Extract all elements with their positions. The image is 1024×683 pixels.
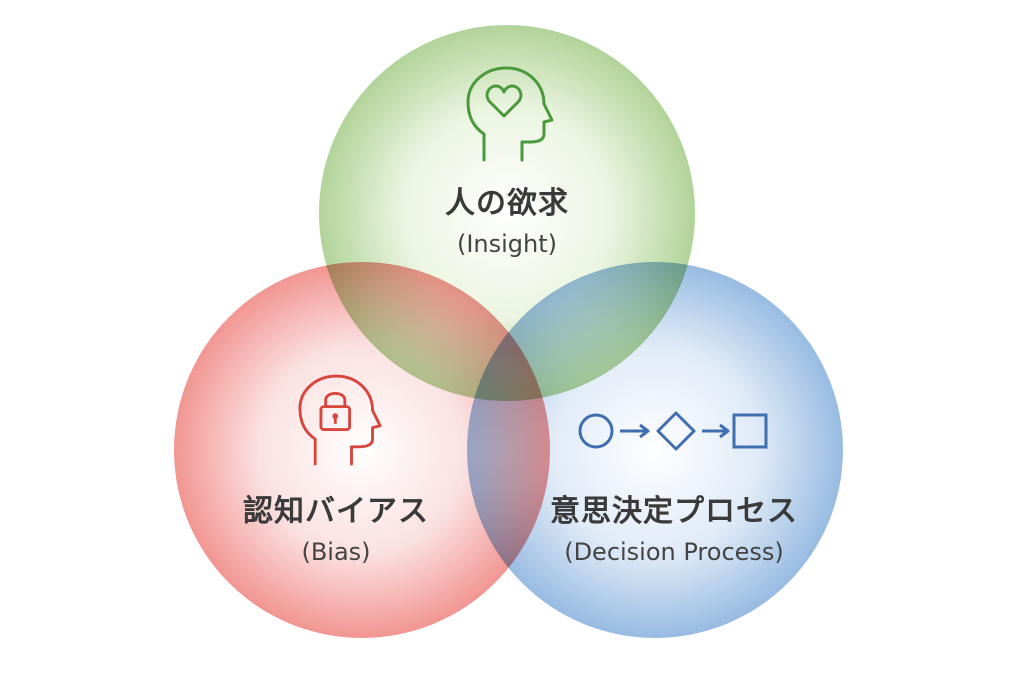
flow-icon: [578, 411, 768, 451]
decision-label: 意思決定プロセス (Decision Process): [514, 486, 834, 566]
circle-bias: [174, 262, 550, 638]
circle-decision: [467, 262, 843, 638]
insight-subtitle: (Insight): [456, 230, 558, 258]
insight-title: 人の欲求: [445, 186, 569, 221]
heart-head-icon: [466, 66, 554, 162]
bias-label: 認知バイアス (Bias): [186, 486, 486, 566]
decision-subtitle: (Decision Process): [564, 538, 784, 566]
decision-title: 意思決定プロセス: [550, 494, 798, 529]
bias-subtitle: (Bias): [301, 538, 371, 566]
lock-head-icon: [298, 374, 382, 466]
insight-label: 人の欲求 (Insight): [357, 178, 657, 258]
bias-title: 認知バイアス: [243, 494, 429, 529]
